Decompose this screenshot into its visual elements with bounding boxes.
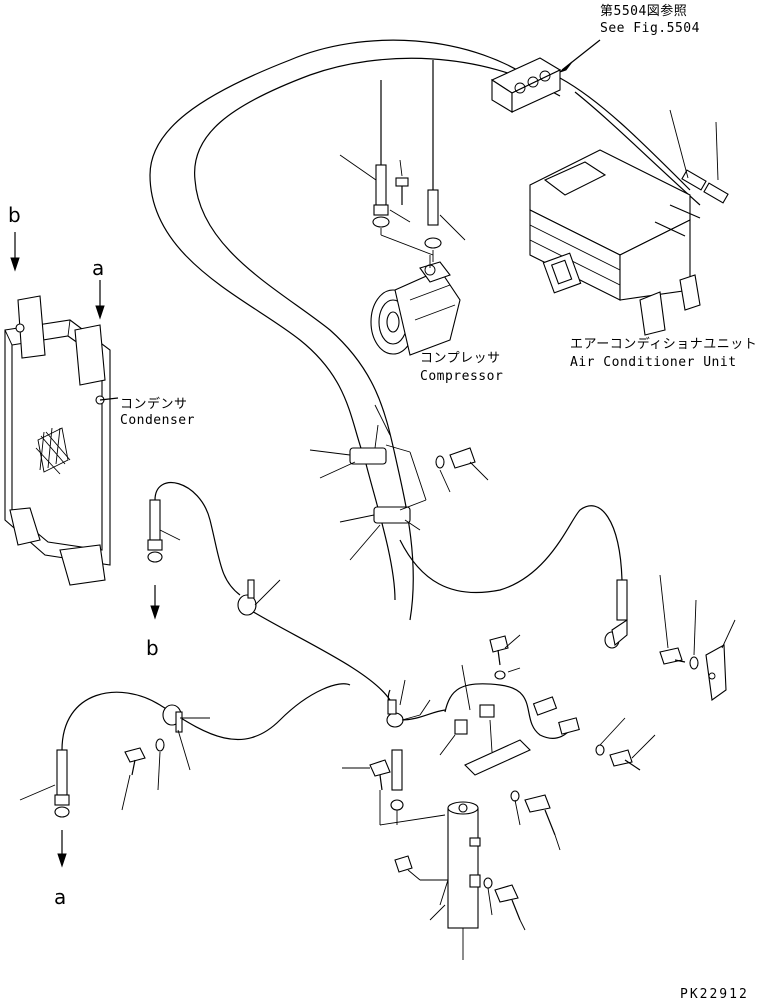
connector-b-label-top: b <box>8 203 21 227</box>
grommet-block <box>490 39 601 113</box>
arrow-down-icon <box>57 853 67 868</box>
condenser-label-en: Condenser <box>120 413 195 428</box>
hose-b <box>147 482 391 701</box>
compressor <box>370 255 461 356</box>
drawing-code: PK22912 <box>680 987 749 1002</box>
connector-a-label-bottom: a <box>54 885 67 909</box>
compressor-fittings <box>339 60 466 262</box>
hose-clamps <box>309 404 489 561</box>
compressor-label-jp: コンプレッサ <box>420 351 501 366</box>
connector-a-label-top: a <box>92 256 105 280</box>
bolt-washer-a <box>121 738 165 811</box>
air-conditioner-unit <box>529 109 729 336</box>
reference-label-en: See Fig.5504 <box>600 21 700 36</box>
right-bracket-parts <box>659 574 736 701</box>
connector-arrows <box>10 232 160 868</box>
arrow-down-icon <box>150 605 160 620</box>
hose-right <box>399 505 628 649</box>
condenser-label-jp: コンデンサ <box>120 397 188 412</box>
reference-label-jp: 第5504図参照 <box>600 4 688 19</box>
ac-unit-label-en: Air Conditioner Unit <box>570 355 737 370</box>
hose-a <box>19 683 351 818</box>
ac-unit-label-jp: エアーコンディショナユニット <box>570 337 758 352</box>
compressor-label-en: Compressor <box>420 369 504 384</box>
arrow-down-icon <box>95 305 105 320</box>
arrow-down-icon <box>10 257 20 272</box>
connector-b-label-bottom: b <box>146 636 159 660</box>
condenser <box>4 295 119 586</box>
receiver-drier-assembly <box>342 634 656 960</box>
